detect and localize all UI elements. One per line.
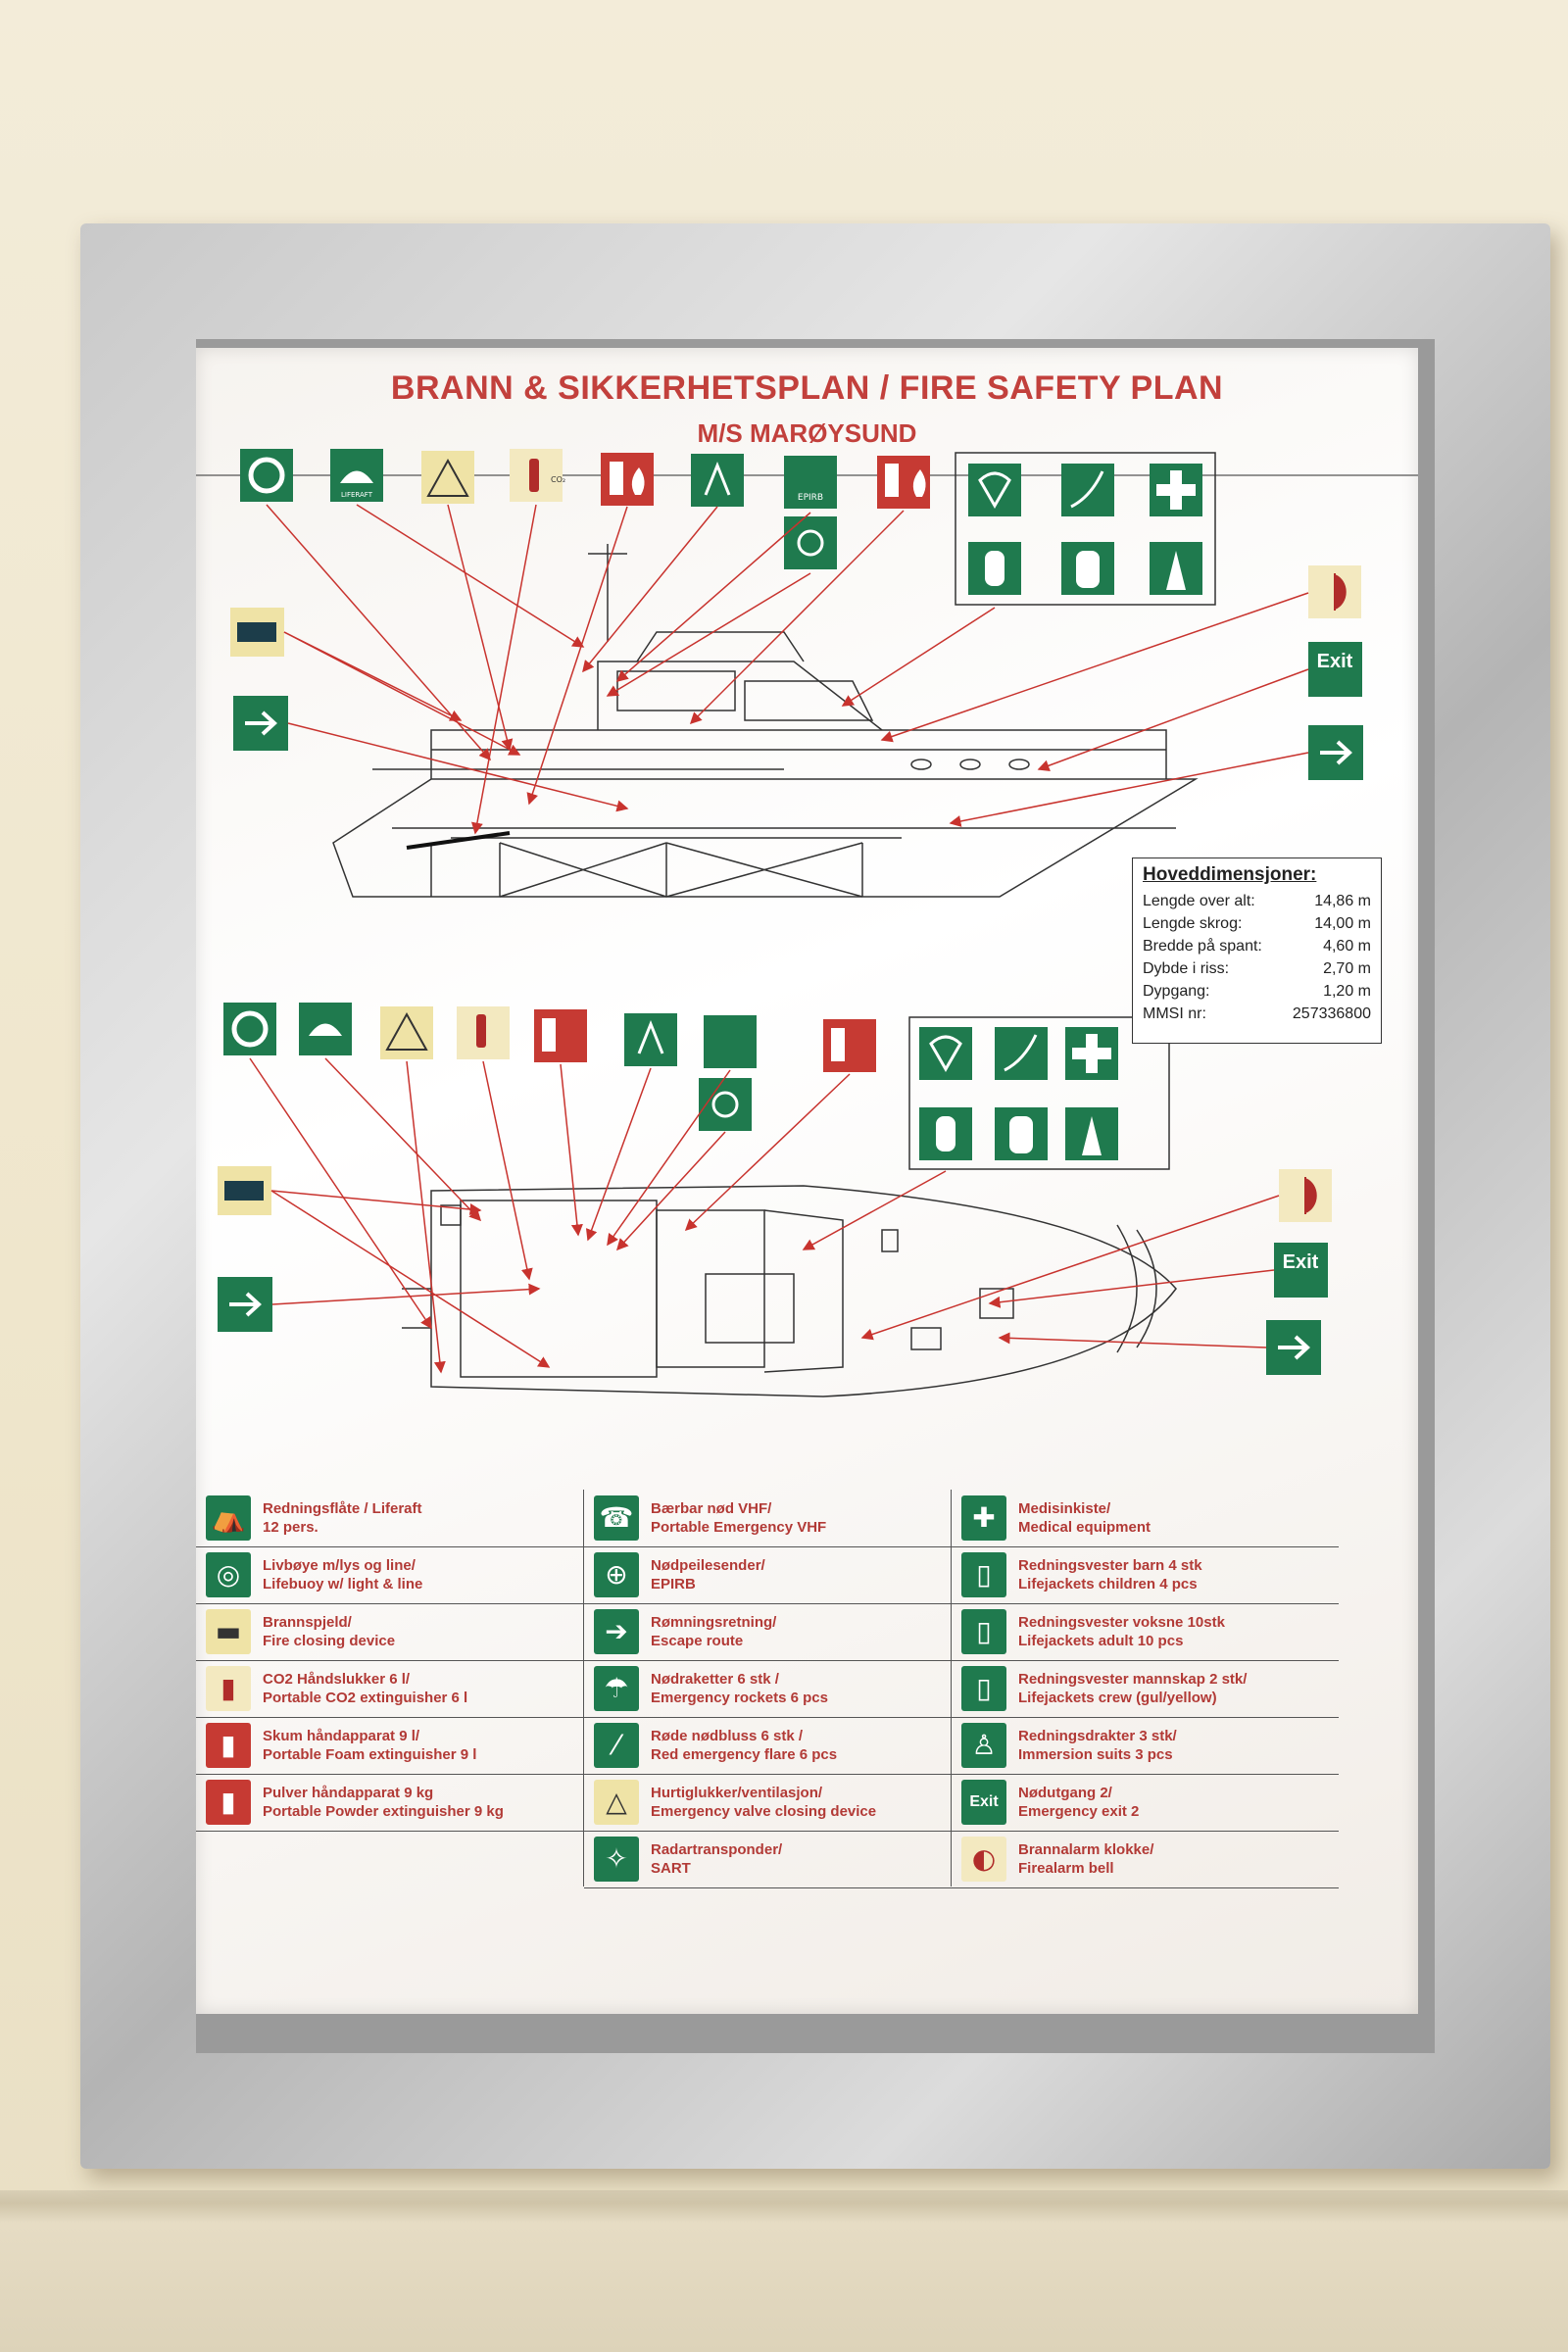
- legend-row: ☎ Bærbar nød VHF/ Portable Emergency VHF: [584, 1490, 952, 1547]
- legend-text: Røde nødbluss 6 stk / Red emergency flar…: [651, 1728, 838, 1763]
- legend-row: ➔ Rømningsretning/ Escape route: [584, 1603, 952, 1661]
- dimensions-heading: Hoveddimensjoner:: [1143, 864, 1317, 885]
- dimension-row: Dybde i riss:2,70 m: [1143, 960, 1371, 977]
- foam-extinguisher-icon: ▮: [206, 1723, 251, 1768]
- legend-row: ✧ Radartransponder/ SART: [584, 1831, 952, 1888]
- dimension-row: Lengde over alt:14,86 m: [1143, 893, 1371, 909]
- ship-side-view: [332, 544, 1199, 898]
- legend-text: Redningsvester mannskap 2 stk/ Lifejacke…: [1018, 1671, 1248, 1706]
- legend-text: Rømningsretning/ Escape route: [651, 1614, 777, 1649]
- exit-sign-icon: Exit: [961, 1780, 1006, 1825]
- fire-damper-icon: ▬: [206, 1609, 251, 1654]
- exit-sign-text: Exit: [969, 1793, 999, 1810]
- legend-row: △ Hurtiglukker/ventilasjon/ Emergency va…: [584, 1774, 952, 1832]
- legend-row: Exit Nødutgang 2/ Emergency exit 2: [952, 1774, 1339, 1832]
- dimension-row: MMSI nr:257336800: [1143, 1005, 1371, 1022]
- ship-plan-drawing: LIFERAFT CO₂ EPIRB: [196, 449, 1418, 1397]
- legend-text: Redningsflåte / Liferaft 12 pers.: [263, 1500, 422, 1536]
- legend-row: ✚ Medisinkiste/ Medical equipment: [952, 1490, 1339, 1547]
- dimension-row: Lengde skrog:14,00 m: [1143, 915, 1371, 932]
- lifejacket-child-icon: ▯: [961, 1552, 1006, 1597]
- legend-row: ▮ Skum håndapparat 9 l/ Portable Foam ex…: [196, 1717, 583, 1775]
- legend-row: ⛺ Redningsflåte / Liferaft 12 pers.: [196, 1490, 583, 1547]
- plan-view-icon-row: Exit: [218, 1003, 1332, 1375]
- legend-text: Skum håndapparat 9 l/ Portable Foam exti…: [263, 1728, 477, 1763]
- legend-text: CO2 Håndslukker 6 l/ Portable CO2 exting…: [263, 1671, 468, 1706]
- dimension-row: Dypgang:1,20 m: [1143, 983, 1371, 1000]
- legend-row: ♙ Redningsdrakter 3 stk/ Immersion suits…: [952, 1717, 1339, 1775]
- dimension-row: Bredde på spant:4,60 m: [1143, 938, 1371, 955]
- legend-row: ◐ Brannalarm klokke/ Firealarm bell: [952, 1831, 1339, 1888]
- symbol-legend: ⛺ Redningsflåte / Liferaft 12 pers. ◎ Li…: [196, 1490, 1418, 1950]
- legend-row: ▮ CO2 Håndslukker 6 l/ Portable CO2 exti…: [196, 1660, 583, 1718]
- liferaft-icon: ⛺: [206, 1495, 251, 1541]
- legend-row: ☂ Nødraketter 6 stk / Emergency rockets …: [584, 1660, 952, 1718]
- lifejacket-adult-icon: ▯: [961, 1609, 1006, 1654]
- liferaft-icon-label: LIFERAFT: [341, 491, 373, 499]
- exit-sign-upper: Exit: [1317, 651, 1353, 672]
- co2-extinguisher-icon: ▮: [206, 1666, 251, 1711]
- epirb-icon: ⊕: [594, 1552, 639, 1597]
- safety-plan-poster: BRANN & SIKKERHETSPLAN / FIRE SAFETY PLA…: [196, 348, 1418, 2014]
- side-view-arrows: [266, 504, 1309, 835]
- vhf-radio-icon: ☎: [594, 1495, 639, 1541]
- legend-row: ◎ Livbøye m/lys og line/ Lifebuoy w/ lig…: [196, 1546, 583, 1604]
- epirb-icon-label: EPIRB: [798, 493, 823, 503]
- legend-text: Brannalarm klokke/ Firealarm bell: [1018, 1841, 1154, 1877]
- legend-row: ▯ Redningsvester voksne 10stk Lifejacket…: [952, 1603, 1339, 1661]
- legend-row: ▯ Redningsvester mannskap 2 stk/ Lifejac…: [952, 1660, 1339, 1718]
- poster-title: BRANN & SIKKERHETSPLAN / FIRE SAFETY PLA…: [390, 369, 1224, 407]
- legend-text: Redningsvester voksne 10stk Lifejackets …: [1018, 1614, 1225, 1649]
- flare-icon: ⁄: [594, 1723, 639, 1768]
- wall-molding: [0, 2190, 1568, 2352]
- legend-row: ▬ Brannspjeld/ Fire closing device: [196, 1603, 583, 1661]
- rocket-icon: ☂: [594, 1666, 639, 1711]
- legend-text: Radartransponder/ SART: [651, 1841, 783, 1877]
- legend-text: Redningsvester barn 4 stk Lifejackets ch…: [1018, 1557, 1202, 1592]
- legend-row: ⊕ Nødpeilesender/ EPIRB: [584, 1546, 952, 1604]
- side-view-icon-row: LIFERAFT CO₂ EPIRB: [230, 449, 1363, 780]
- co2-icon-label: CO₂: [551, 475, 565, 484]
- sart-icon: ✧: [594, 1837, 639, 1882]
- ship-plan-view: [402, 1185, 1177, 1397]
- medical-cross-icon: ✚: [961, 1495, 1006, 1541]
- legend-row: ▮ Pulver håndapparat 9 kg Portable Powde…: [196, 1774, 583, 1832]
- legend-text: Bærbar nød VHF/ Portable Emergency VHF: [651, 1500, 827, 1536]
- lifejacket-crew-icon: ▯: [961, 1666, 1006, 1711]
- legend-text: Nødutgang 2/ Emergency exit 2: [1018, 1785, 1140, 1820]
- escape-arrow-icon: ➔: [594, 1609, 639, 1654]
- main-dimensions-box: Hoveddimensjoner: Lengde over alt:14,86 …: [1132, 858, 1382, 1044]
- legend-text: Hurtiglukker/ventilasjon/ Emergency valv…: [651, 1785, 877, 1820]
- legend-row: ⁄ Røde nødbluss 6 stk / Red emergency fl…: [584, 1717, 952, 1775]
- legend-text: Pulver håndapparat 9 kg Portable Powder …: [263, 1785, 504, 1820]
- legend-column-3: ✚ Medisinkiste/ Medical equipment ▯ Redn…: [951, 1490, 1339, 1888]
- plan-view-arrows: [249, 1057, 1280, 1374]
- legend-row: ▯ Redningsvester barn 4 stk Lifejackets …: [952, 1546, 1339, 1604]
- legend-text: Nødraketter 6 stk / Emergency rockets 6 …: [651, 1671, 828, 1706]
- legend-column-2: ☎ Bærbar nød VHF/ Portable Emergency VHF…: [583, 1490, 952, 1888]
- immersion-suit-icon: ♙: [961, 1723, 1006, 1768]
- valve-closing-icon: △: [594, 1780, 639, 1825]
- exit-sign-lower: Exit: [1283, 1251, 1319, 1273]
- lifebuoy-icon: ◎: [206, 1552, 251, 1597]
- legend-text: Nødpeilesender/ EPIRB: [651, 1557, 765, 1592]
- legend-text: Brannspjeld/ Fire closing device: [263, 1614, 396, 1649]
- legend-text: Redningsdrakter 3 stk/ Immersion suits 3…: [1018, 1728, 1177, 1763]
- legend-text: Livbøye m/lys og line/ Lifebuoy w/ light…: [263, 1557, 423, 1592]
- vessel-name: M/S MARØYSUND: [697, 418, 917, 448]
- powder-extinguisher-icon: ▮: [206, 1780, 251, 1825]
- legend-text: Medisinkiste/ Medical equipment: [1018, 1500, 1152, 1536]
- fire-alarm-bell-icon: ◐: [961, 1837, 1006, 1882]
